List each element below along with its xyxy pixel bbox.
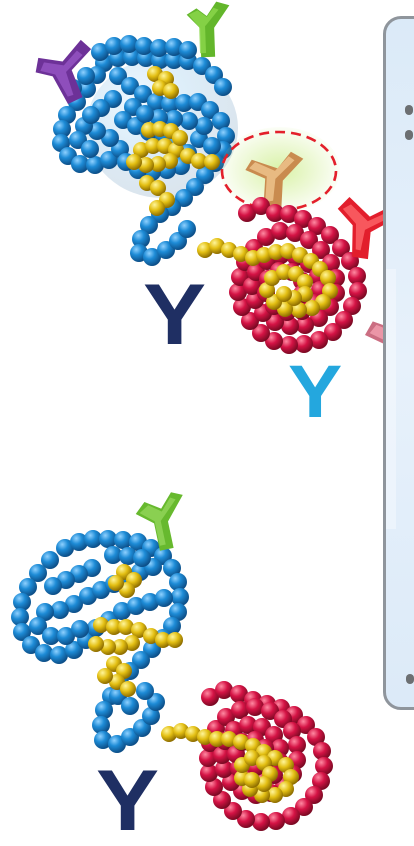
blue-protein-top xyxy=(52,35,238,266)
blue-protein-bottom xyxy=(11,530,189,753)
tan-antibody-icon xyxy=(245,151,304,209)
navy-y-label-bottom: Y xyxy=(96,753,160,846)
navy-y-label-top: Y xyxy=(143,267,207,363)
purple-antibody-icon xyxy=(35,39,92,104)
panel-bullet-top xyxy=(405,105,413,115)
green-antibody-icon xyxy=(186,1,230,58)
panel-bullet-middle xyxy=(405,130,413,140)
panel-bullet-bottom xyxy=(406,674,414,684)
red-protein-top xyxy=(197,197,367,354)
green-antibody-bottom-icon xyxy=(135,492,183,551)
red-antibody-icon xyxy=(337,196,395,260)
red-protein-bottom xyxy=(161,681,333,831)
cyan-y-label-top: Y xyxy=(288,350,343,433)
tan-antibody-highlight xyxy=(220,127,340,213)
panel-shade-strip xyxy=(386,269,396,529)
right-info-panel xyxy=(383,16,414,710)
